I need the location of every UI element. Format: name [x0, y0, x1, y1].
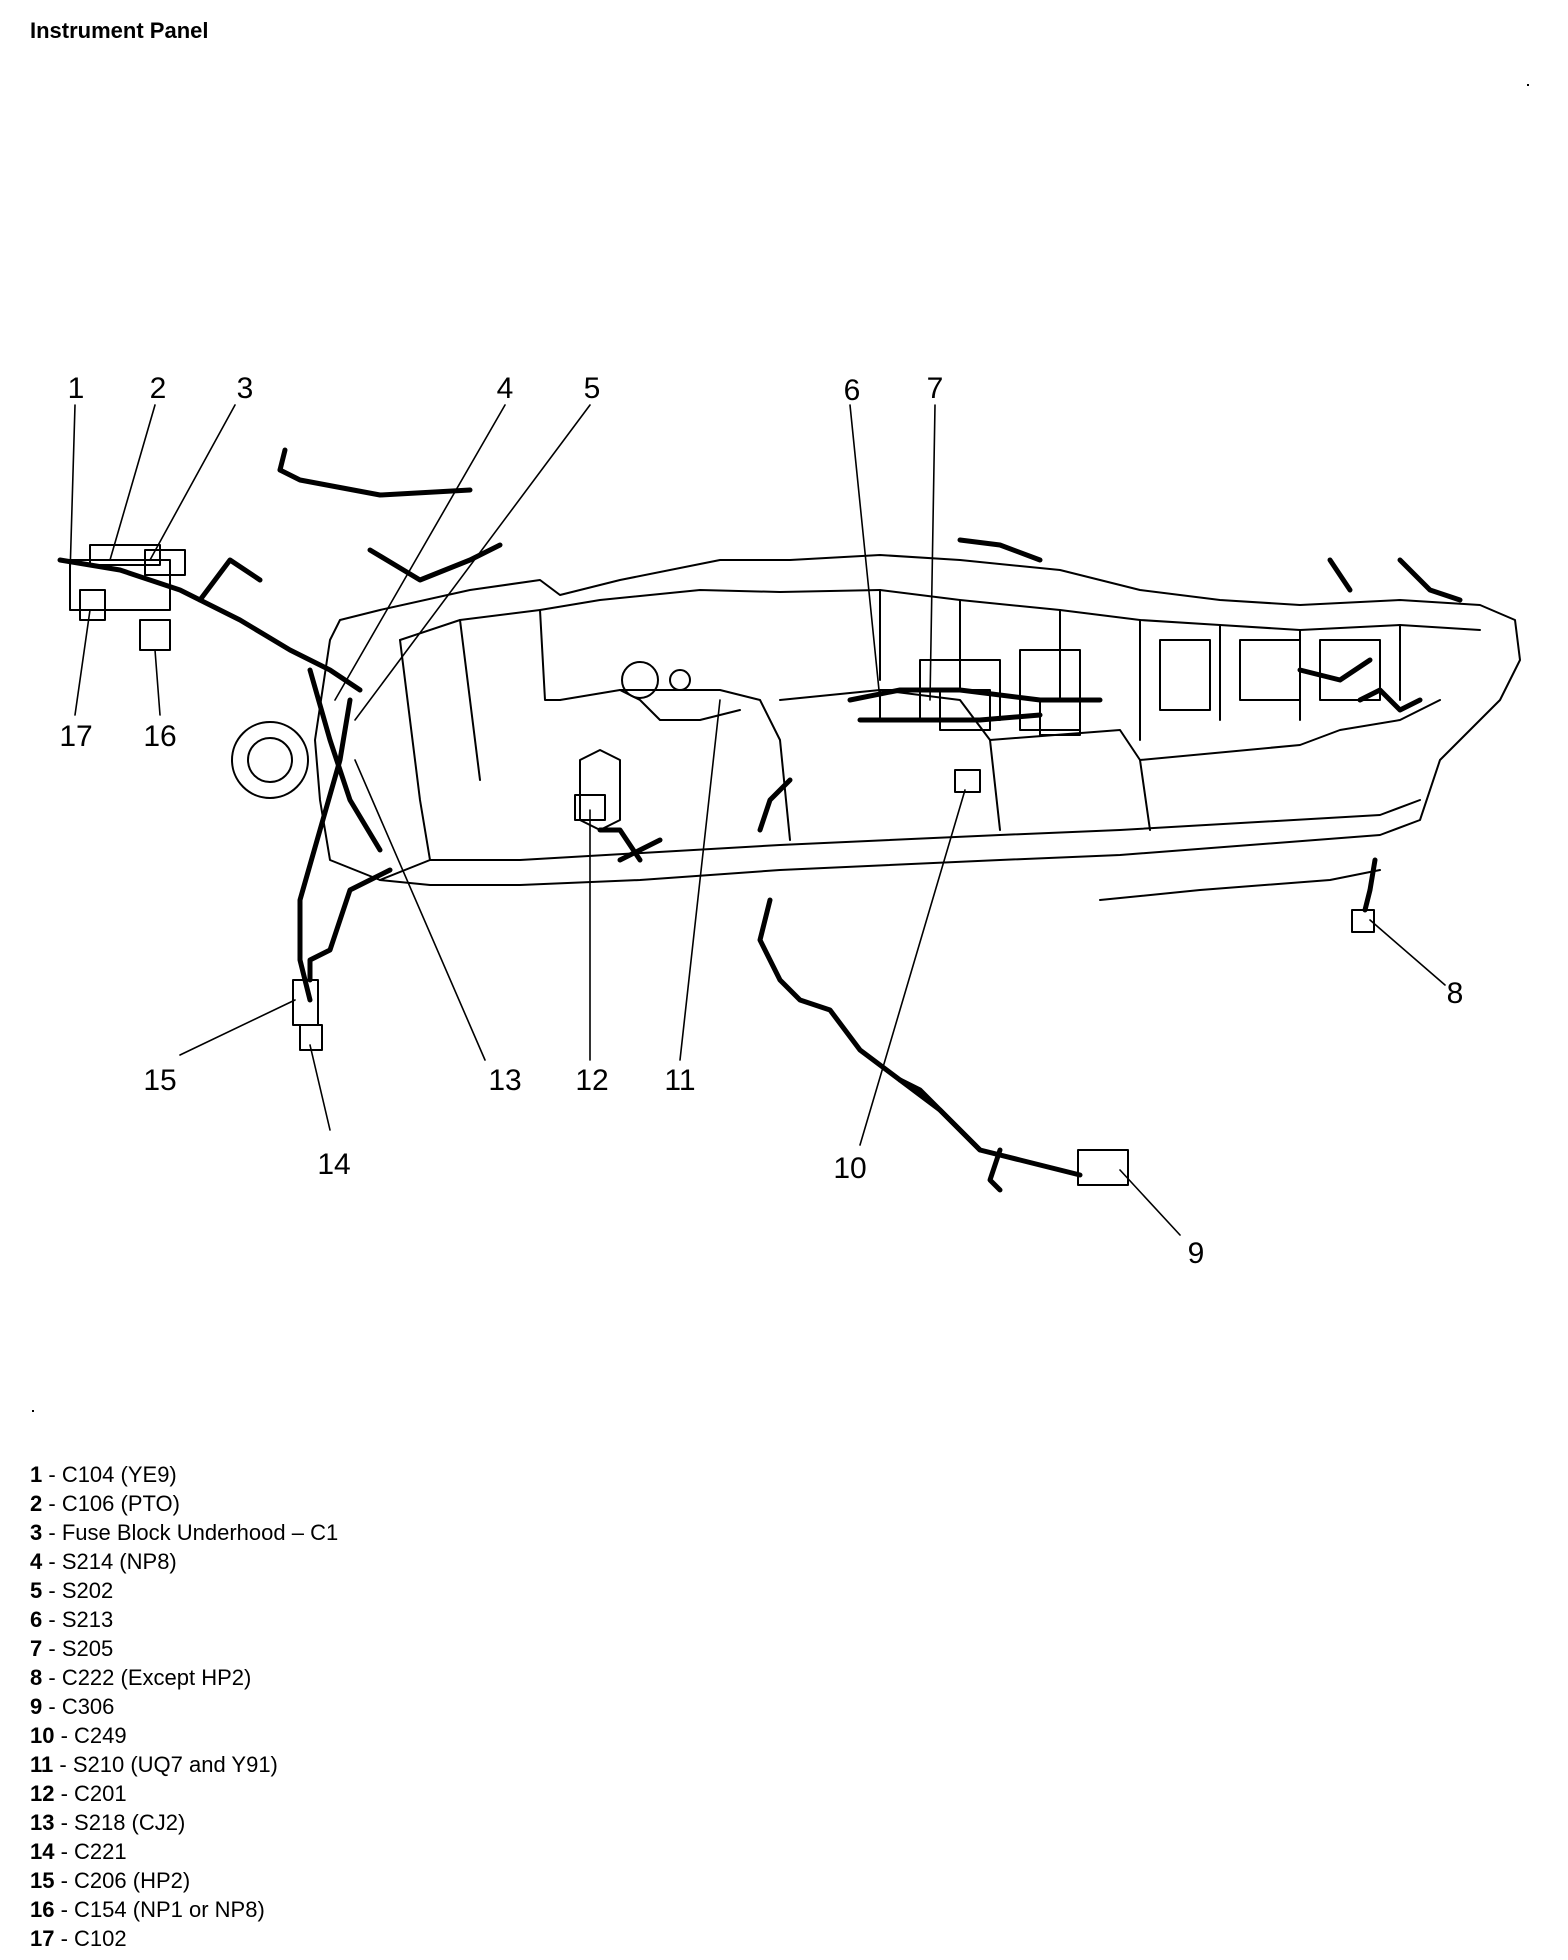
- instrument-panel-diagram: 1 2 3 4 5 6 7 8 9 10 11 12 13 14 15 16 1…: [57, 372, 1521, 1270]
- legend-row: 8 - C222 (Except HP2): [30, 1665, 252, 1690]
- callout-5: 5: [584, 372, 601, 405]
- right-harness: [957, 537, 1463, 913]
- legend-row: 4 - S214 (NP8): [30, 1549, 177, 1574]
- legend-row: 12 - C201: [30, 1781, 127, 1806]
- callout-13: 13: [488, 1064, 521, 1097]
- legend-row: 7 - S205: [30, 1636, 114, 1661]
- lower-left-harness: [307, 867, 393, 983]
- legend-row: 2 - C106 (PTO): [30, 1491, 180, 1516]
- callout-15: 15: [143, 1064, 176, 1097]
- center-connectors: [574, 689, 1081, 821]
- legend-row: 10 - C249: [30, 1723, 127, 1748]
- legend-row: 3 - Fuse Block Underhood – C1: [30, 1520, 339, 1545]
- callout-2: 2: [150, 372, 167, 405]
- callout-4: 4: [497, 372, 514, 405]
- right-connector: [1351, 909, 1375, 933]
- callout-9: 9: [1188, 1237, 1205, 1270]
- callout-17: 17: [59, 720, 92, 753]
- callout-6: 6: [844, 374, 861, 407]
- callout-10: 10: [833, 1152, 866, 1185]
- callout-8: 8: [1447, 977, 1464, 1010]
- callout-11: 11: [664, 1064, 695, 1097]
- legend: 1 - C104 (YE9) 2 - C106 (PTO) 3 - Fuse B…: [30, 1460, 338, 1953]
- legend-row: 15 - C206 (HP2): [30, 1868, 191, 1893]
- legend-row: 1 - C104 (YE9): [30, 1462, 177, 1487]
- legend-row: 11 - S210 (UQ7 and Y91): [30, 1752, 278, 1777]
- callout-14: 14: [317, 1148, 350, 1181]
- c306-connector: [1077, 1149, 1129, 1186]
- left-harness: [57, 447, 503, 1003]
- legend-row: 14 - C221: [30, 1839, 127, 1864]
- legend-row: 16 - C154 (NP1 or NP8): [30, 1897, 265, 1922]
- callout-12: 12: [575, 1064, 608, 1097]
- legend-row: 5 - S202: [30, 1578, 114, 1603]
- stray-dot: [1527, 84, 1529, 86]
- callout-1: 1: [68, 372, 85, 405]
- legend-row: 9 - C306: [30, 1694, 115, 1719]
- legend-row: 13 - S218 (CJ2): [30, 1810, 186, 1835]
- left-connector-cluster: [69, 544, 186, 651]
- callout-3: 3: [237, 372, 254, 405]
- legend-row: 17 - C102: [30, 1926, 127, 1951]
- callout-16: 16: [143, 720, 176, 753]
- legend-row: 6 - S213: [30, 1607, 114, 1632]
- stray-dot: [32, 1410, 34, 1412]
- left-harness-loop: [231, 721, 309, 799]
- callout-7: 7: [927, 372, 944, 405]
- leader-lines: [69, 404, 1446, 1236]
- dash-body: [314, 554, 1521, 901]
- page-title: Instrument Panel: [30, 18, 209, 43]
- lower-harness: [757, 897, 1083, 1193]
